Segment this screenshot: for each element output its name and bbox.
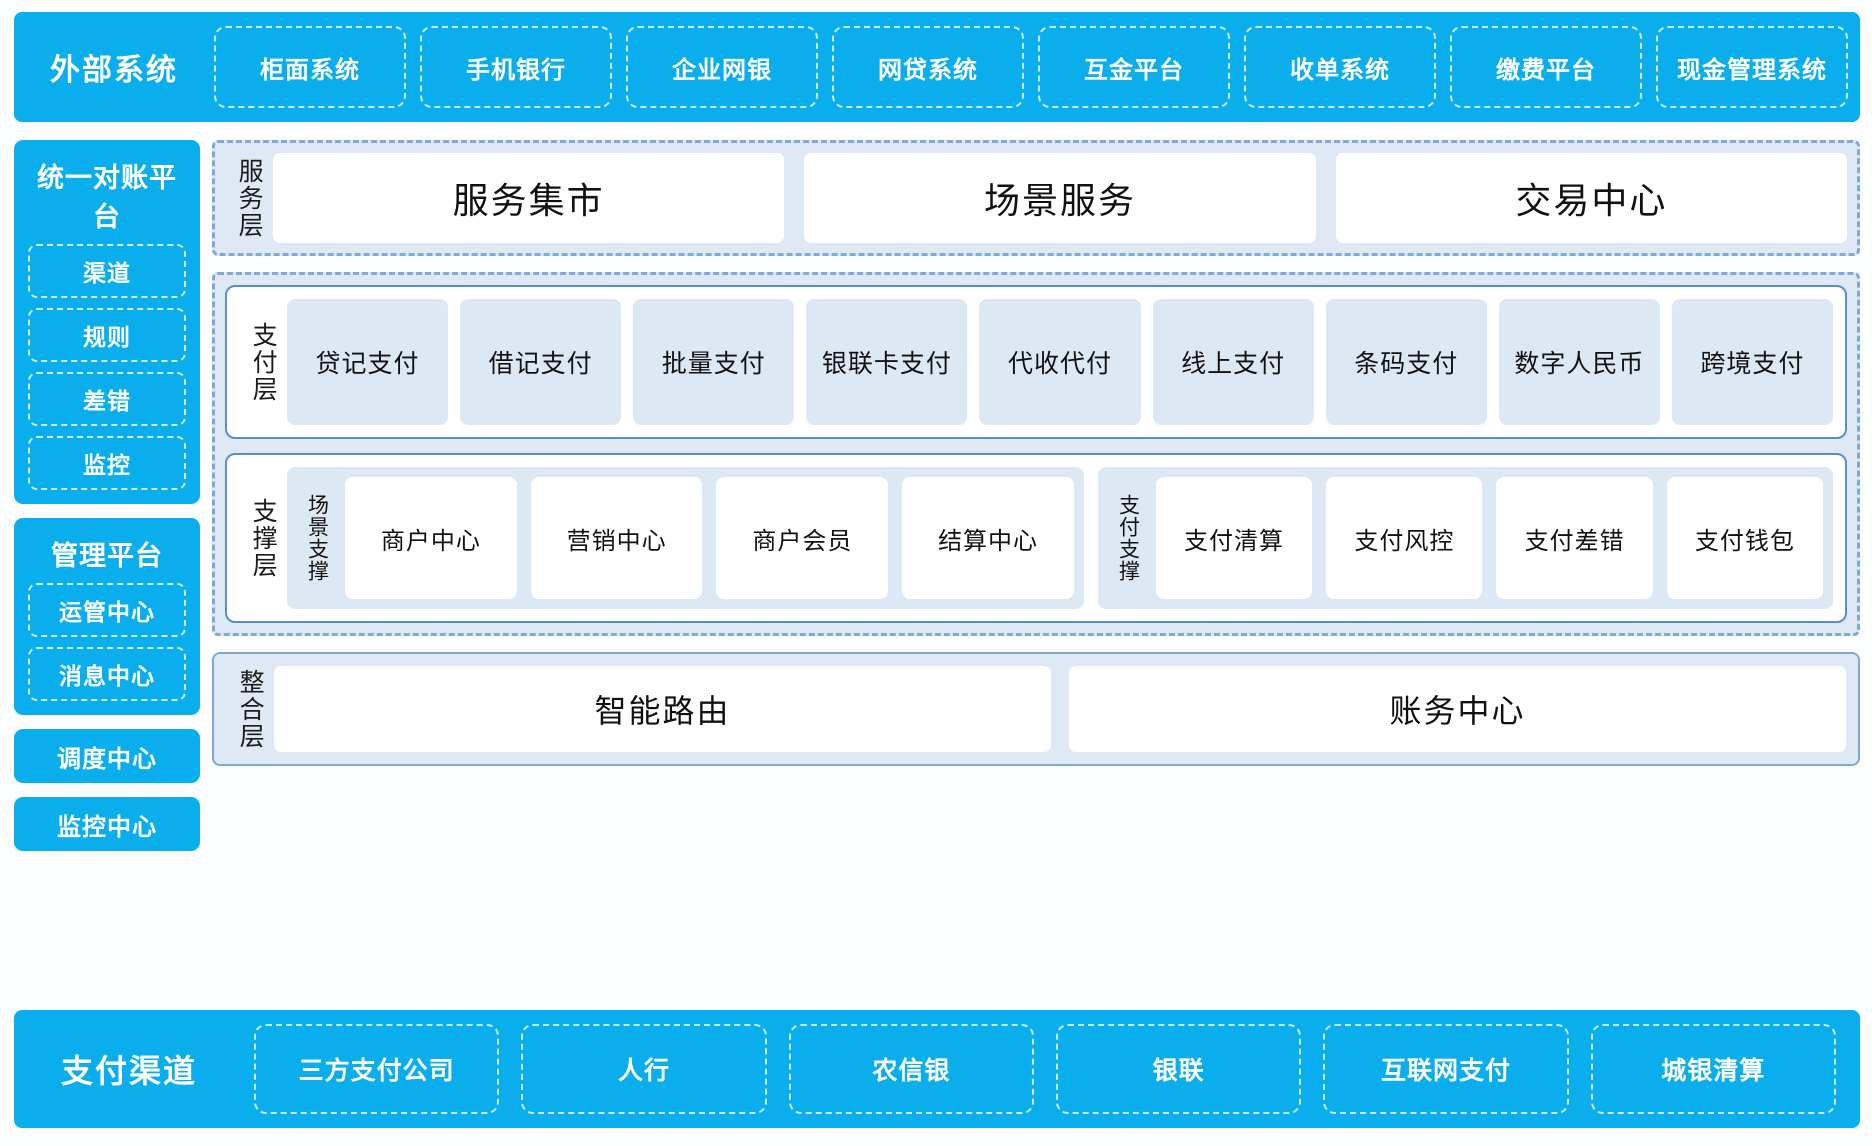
external-systems-band: 外部系统 柜面系统 手机银行 企业网银 网贷系统 互金平台 收单系统 缴费平台 …: [14, 12, 1860, 122]
payment-item-barcode[interactable]: 条码支付: [1325, 299, 1487, 425]
payment-item-debit[interactable]: 借记支付: [460, 299, 622, 425]
service-layer-row: 服务层 服务集市 场景服务 交易中心: [225, 153, 1847, 243]
service-layer-items: 服务集市 场景服务 交易中心: [273, 153, 1847, 243]
sidebar-subitem-monitor[interactable]: 监控: [28, 436, 186, 490]
sidebar-subitem-rule[interactable]: 规则: [28, 308, 186, 362]
external-systems-items: 柜面系统 手机银行 企业网银 网贷系统 互金平台 收单系统 缴费平台 现金管理系…: [214, 12, 1848, 122]
payment-item-credit[interactable]: 贷记支付: [287, 299, 449, 425]
payment-item-digital-rmb[interactable]: 数字人民币: [1498, 299, 1660, 425]
payment-channel-item[interactable]: 农信银: [788, 1024, 1034, 1114]
sidebar: 统一对账平台 渠道 规则 差错 监控 管理平台 运管中心 消息中心 调度中心 监…: [14, 140, 200, 865]
layer-stack: 服务层 服务集市 场景服务 交易中心 支付层 贷记支付 借记支付 批量支付: [212, 140, 1860, 782]
payment-layer-row: 支付层 贷记支付 借记支付 批量支付 银联卡支付 代收代付 线上支付 条码支付 …: [239, 299, 1833, 425]
integration-layer-row: 整合层 智能路由 账务中心: [226, 666, 1846, 752]
payment-item-online[interactable]: 线上支付: [1152, 299, 1314, 425]
support-layer-row: 支撑层 场景支撑 商户中心 营销中心 商户会员 结算中心: [239, 467, 1833, 609]
integration-item-smart-routing[interactable]: 智能路由: [274, 666, 1051, 752]
support-group-scenario-label: 场景支撑: [305, 494, 329, 582]
sidebar-subitem-channel[interactable]: 渠道: [28, 244, 186, 298]
sidebar-subitem-error[interactable]: 差错: [28, 372, 186, 426]
sidebar-subitem-operations-center[interactable]: 运管中心: [28, 583, 186, 637]
payment-channel-item[interactable]: 互联网支付: [1323, 1024, 1569, 1114]
external-system-item[interactable]: 网贷系统: [832, 26, 1024, 108]
support-item-payment-wallet[interactable]: 支付钱包: [1666, 477, 1824, 599]
sidebar-card-reconciliation-platform: 统一对账平台 渠道 规则 差错 监控: [14, 140, 200, 504]
external-system-item[interactable]: 缴费平台: [1450, 26, 1642, 108]
payment-item-cross-border[interactable]: 跨境支付: [1671, 299, 1833, 425]
payment-item-batch[interactable]: 批量支付: [633, 299, 795, 425]
payment-layer-panel: 支付层 贷记支付 借记支付 批量支付 银联卡支付 代收代付 线上支付 条码支付 …: [225, 285, 1847, 439]
sidebar-card-title: 管理平台: [51, 541, 163, 571]
external-system-item[interactable]: 手机银行: [420, 26, 612, 108]
support-item-payment-risk[interactable]: 支付风控: [1326, 477, 1483, 599]
payment-channels-band: 支付渠道 三方支付公司 人行 农信银 银联 互联网支付 城银清算: [14, 1010, 1860, 1128]
core-layers-container: 支付层 贷记支付 借记支付 批量支付 银联卡支付 代收代付 线上支付 条码支付 …: [212, 272, 1860, 636]
support-group-scenario: 场景支撑 商户中心 营销中心 商户会员 结算中心: [287, 467, 1084, 609]
service-layer-container: 服务层 服务集市 场景服务 交易中心: [212, 140, 1860, 256]
external-systems-title: 外部系统: [50, 54, 178, 87]
external-system-item[interactable]: 收单系统: [1244, 26, 1436, 108]
payment-channel-item[interactable]: 城银清算: [1590, 1024, 1836, 1114]
external-system-item[interactable]: 企业网银: [626, 26, 818, 108]
sidebar-card-management-platform: 管理平台 运管中心 消息中心: [14, 518, 200, 715]
service-item-scenario-service[interactable]: 场景服务: [804, 153, 1316, 243]
support-item-merchant-member[interactable]: 商户会员: [716, 477, 889, 599]
support-group-payment: 支付支撑 支付清算 支付风控 支付差错 支付钱包: [1097, 467, 1833, 609]
payment-channels-items: 三方支付公司 人行 农信银 银联 互联网支付 城银清算: [244, 1010, 1836, 1128]
support-item-payment-error[interactable]: 支付差错: [1496, 477, 1653, 599]
payment-layer-label: 支付层: [249, 321, 278, 403]
service-item-transaction-center[interactable]: 交易中心: [1335, 153, 1847, 243]
payment-layer-items: 贷记支付 借记支付 批量支付 银联卡支付 代收代付 线上支付 条码支付 数字人民…: [287, 299, 1833, 425]
payment-channels-title: 支付渠道: [60, 1053, 197, 1089]
support-group-payment-label: 支付支撑: [1116, 494, 1140, 582]
sidebar-subitem-message-center[interactable]: 消息中心: [28, 647, 186, 701]
sidebar-item-monitoring-center[interactable]: 监控中心: [14, 797, 200, 851]
service-item-marketplace[interactable]: 服务集市: [273, 153, 785, 243]
external-system-item[interactable]: 互金平台: [1038, 26, 1230, 108]
support-layer-groups: 场景支撑 商户中心 营销中心 商户会员 结算中心 支付支撑 支付清算: [287, 467, 1833, 609]
payment-channel-item[interactable]: 人行: [521, 1024, 767, 1114]
integration-layer-items: 智能路由 账务中心: [274, 666, 1846, 752]
payment-item-collection-payment[interactable]: 代收代付: [979, 299, 1141, 425]
integration-layer-container: 整合层 智能路由 账务中心: [212, 652, 1860, 766]
sidebar-item-scheduling-center[interactable]: 调度中心: [14, 729, 200, 783]
support-layer-label: 支撑层: [249, 497, 278, 579]
support-item-payment-clearing[interactable]: 支付清算: [1155, 477, 1313, 599]
external-system-item[interactable]: 柜面系统: [214, 26, 406, 108]
sidebar-card-title: 统一对账平台: [37, 163, 177, 232]
support-item-settlement-center[interactable]: 结算中心: [902, 477, 1074, 599]
service-layer-label: 服务层: [235, 157, 264, 239]
support-group-payment-items: 支付清算 支付风控 支付差错 支付钱包: [1148, 477, 1824, 599]
payment-channel-item[interactable]: 银联: [1055, 1024, 1302, 1114]
support-layer-panel: 支撑层 场景支撑 商户中心 营销中心 商户会员 结算中心: [225, 453, 1847, 623]
payment-item-unionpay-card[interactable]: 银联卡支付: [806, 299, 968, 425]
integration-layer-label: 整合层: [236, 668, 265, 750]
support-item-marketing-center[interactable]: 营销中心: [530, 477, 703, 599]
external-system-item[interactable]: 现金管理系统: [1656, 26, 1848, 108]
integration-item-accounting-center[interactable]: 账务中心: [1069, 666, 1846, 752]
support-item-merchant-center[interactable]: 商户中心: [345, 477, 517, 599]
payment-channel-item[interactable]: 三方支付公司: [254, 1024, 500, 1114]
support-group-scenario-items: 商户中心 营销中心 商户会员 结算中心: [337, 477, 1074, 599]
